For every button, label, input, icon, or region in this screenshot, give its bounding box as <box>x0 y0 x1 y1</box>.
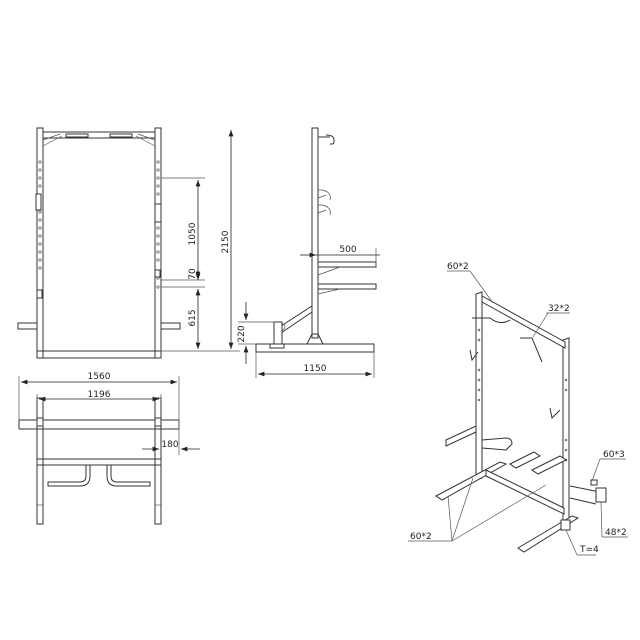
callout-60x2-base: 60*2 <box>410 532 432 542</box>
dim-1560: 1560 <box>88 372 111 382</box>
isometric-view: 60*2 32*2 60*3 48*2 T=4 60*2 <box>408 262 628 556</box>
dim-2150: 2150 <box>221 230 231 253</box>
dim-180: 180 <box>161 440 178 450</box>
dim-1050: 1050 <box>188 222 198 245</box>
side-view: 220 500 1150 <box>237 127 380 378</box>
dim-1196: 1196 <box>88 390 111 400</box>
callout-60x3: 60*3 <box>603 450 625 460</box>
dim-615: 615 <box>188 309 198 326</box>
callout-60x2-top: 60*2 <box>447 262 469 272</box>
top-view: 1560 1196 180 <box>18 372 200 525</box>
dim-1150: 1150 <box>304 364 327 374</box>
callout-48x2: 48*2 <box>605 528 627 538</box>
front-view: 1050 70 615 2150 <box>17 127 240 359</box>
upright-holes <box>38 160 160 289</box>
callout-32x2: 32*2 <box>548 304 570 314</box>
dim-70: 70 <box>188 268 198 280</box>
dim-500: 500 <box>339 245 356 255</box>
dim-220: 220 <box>237 325 247 342</box>
callout-t4: T=4 <box>579 545 599 555</box>
